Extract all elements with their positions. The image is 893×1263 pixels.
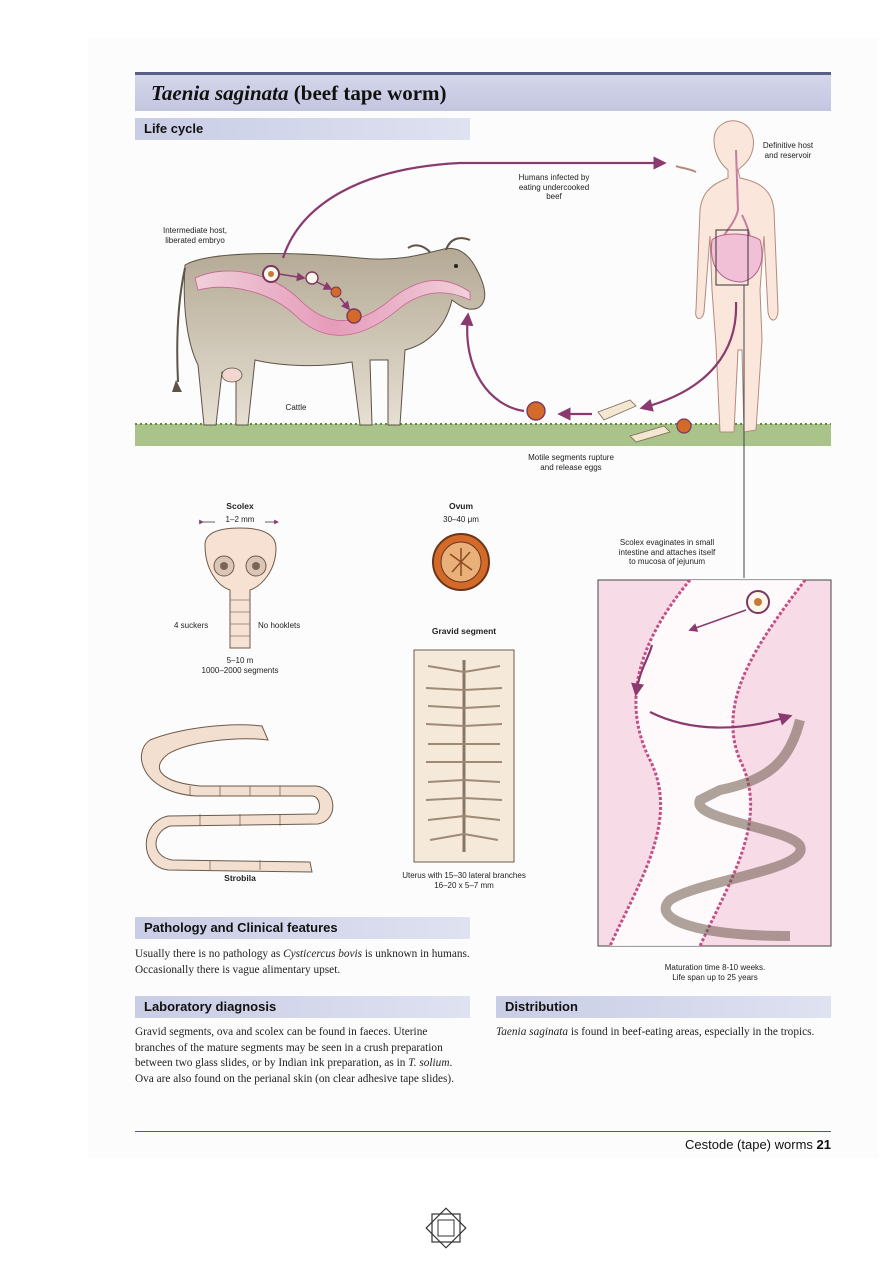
page-number: 21: [816, 1137, 831, 1152]
label-cattle: Cattle: [285, 403, 307, 412]
label-intermediate-host: Intermediate host,liberated embryo: [162, 226, 228, 245]
gravid-title: Gravid segment: [431, 626, 497, 636]
footer-rule: [135, 1131, 831, 1132]
maturation-caption: Maturation time 8-10 weeks.Life span up …: [664, 963, 766, 982]
ovum-size: 30–40 μm: [443, 515, 479, 524]
scolex-illustration: [199, 519, 279, 649]
scolex-hooklets: No hooklets: [258, 621, 301, 630]
scolex-suckers: 4 suckers: [174, 621, 209, 630]
distribution-text: Taenia saginata is found in beef-eating …: [496, 1026, 815, 1038]
title-bar: Taenia saginata (beef tape worm): [135, 72, 831, 111]
section-laboratory-diagnosis: Laboratory diagnosis: [135, 996, 470, 1018]
section-life-cycle: Life cycle: [135, 118, 470, 140]
scolex-size: 1–2 mm: [215, 515, 265, 525]
jejunum-illustration: [597, 579, 832, 947]
scolex-title: Scolex: [226, 501, 254, 511]
section-distribution: Distribution: [496, 996, 831, 1018]
page-footer: Cestode (tape) worms 21: [685, 1137, 831, 1152]
strobila-title: Strobila: [224, 873, 256, 883]
gravid-segment-illustration: [413, 649, 515, 863]
page-title: Taenia saginata (beef tape worm): [151, 81, 447, 105]
human-figure-illustration: [675, 120, 779, 433]
ovum-title: Ovum: [448, 501, 474, 511]
pathology-text: Usually there is no pathology as Cystice…: [135, 948, 470, 976]
ovum-illustration: [432, 533, 490, 591]
footer-text: Cestode (tape) worms: [685, 1137, 813, 1152]
footer-logo: [425, 1207, 467, 1249]
laboratory-text: Gravid segments, ova and scolex can be f…: [135, 1026, 455, 1085]
section-pathology: Pathology and Clinical features: [135, 917, 470, 939]
strobila-illustration: [141, 724, 334, 873]
